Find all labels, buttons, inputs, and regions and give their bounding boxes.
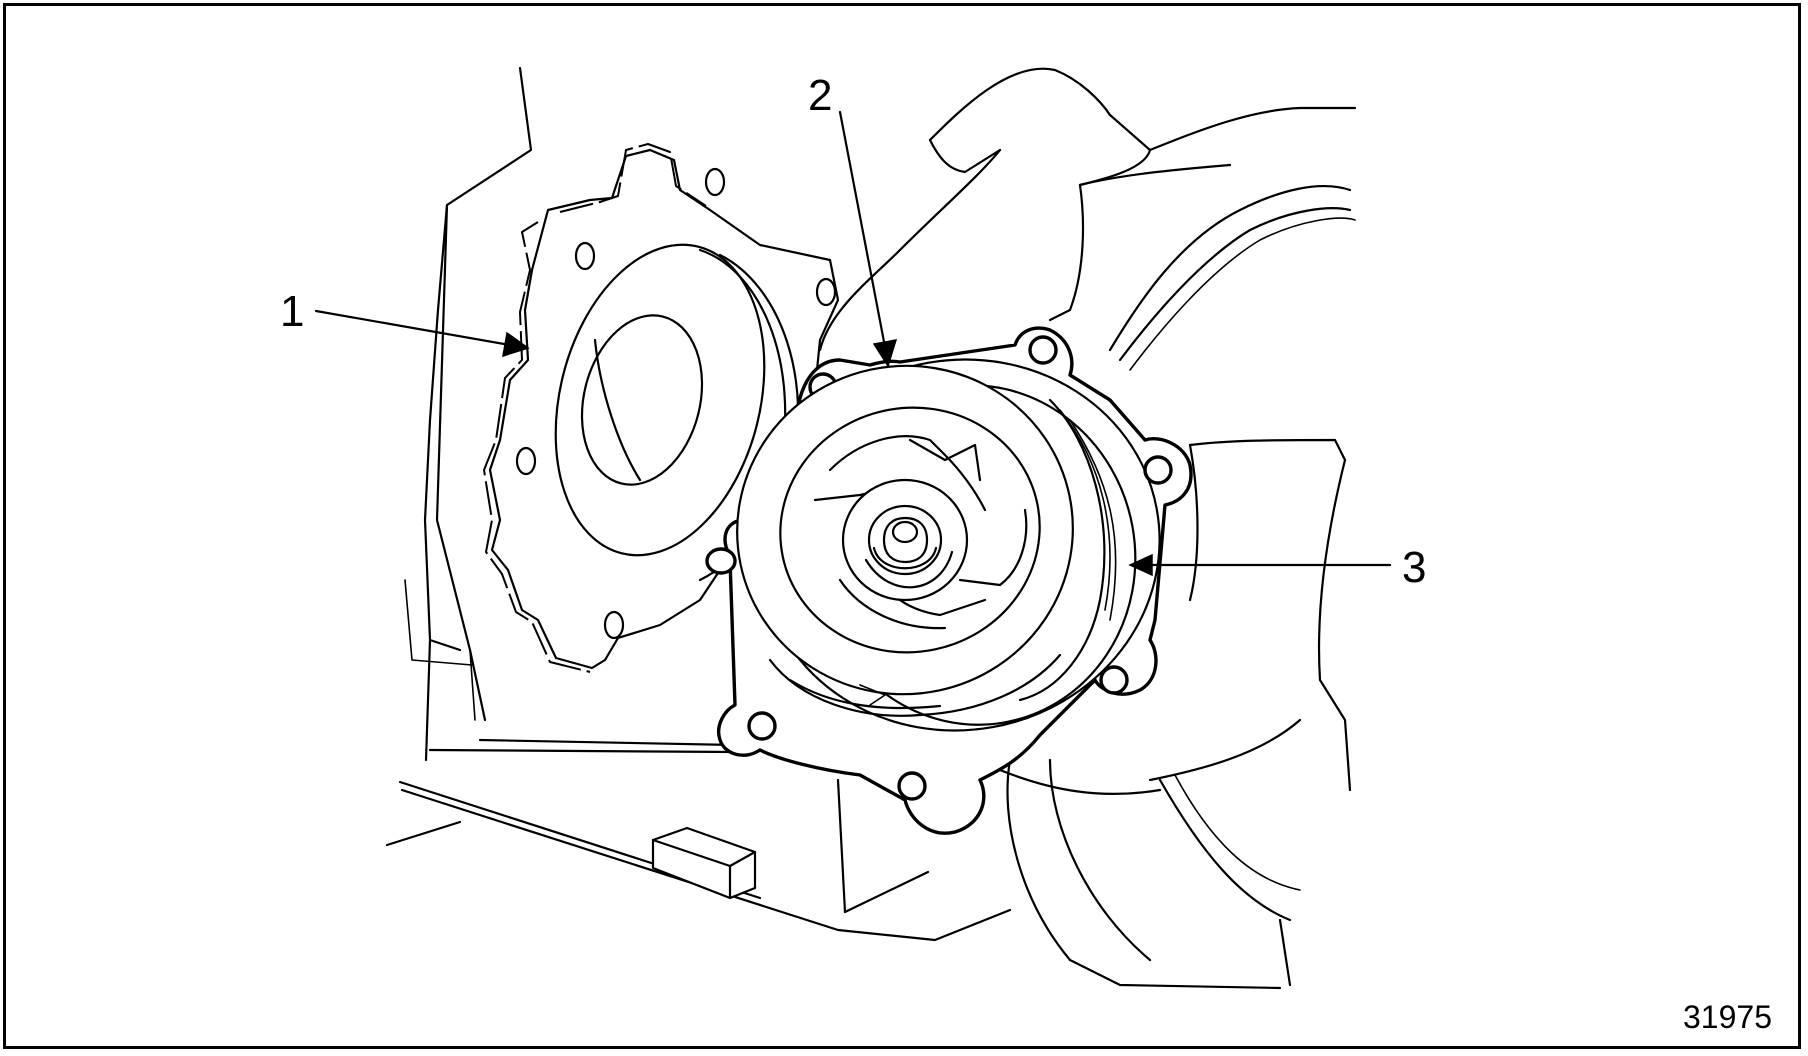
callout-2: 2 xyxy=(808,71,832,120)
callout-leaders xyxy=(314,110,1392,577)
engine-opening xyxy=(483,143,840,673)
fan-shroud xyxy=(818,67,1357,990)
engine-block xyxy=(385,66,1012,942)
figure-number: 31975 xyxy=(1683,999,1772,1035)
callout-3: 3 xyxy=(1402,543,1426,592)
callout-1: 1 xyxy=(280,287,304,336)
water-pump xyxy=(705,326,1193,835)
